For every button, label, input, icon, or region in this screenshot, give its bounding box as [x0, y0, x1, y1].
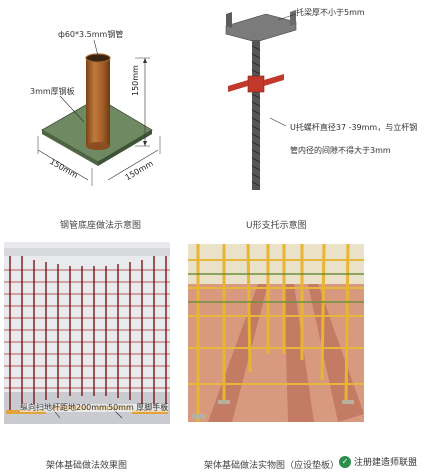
rod-note-line1: U托螺杆直径37 -39mm，与立杆钢 [290, 123, 418, 132]
scaffold-render-figure: 纵向扫地杆距地200mm 50mm 厚脚手板 架体基础做法效果图 [4, 242, 170, 476]
dim-height-label: 150mm [131, 65, 140, 96]
scaffold-render-caption: 架体基础做法效果图 [46, 461, 128, 471]
base-plank [6, 410, 46, 414]
scaffold-photo [188, 244, 364, 422]
nut-handle-right [264, 74, 284, 86]
pipe-opening [85, 53, 111, 63]
sweep-bar-label: 纵向扫地杆距地200mm [20, 403, 107, 412]
wechat-icon: ✓ [338, 455, 351, 468]
watermark-text: 注册建造师联盟 [353, 458, 417, 468]
tube-base-drawing [37, 39, 161, 186]
scaffold-photo-caption: 架体基础做法实物图（应设垫板） [204, 461, 340, 471]
nut-handle-left [228, 80, 248, 92]
bracket-thickness-label: 托梁厚不小于5mm [296, 8, 365, 17]
u-bracket-figure: 托梁厚不小于5mm U托螺杆直径37 -39mm，与立杆钢 管内径的间隙不得大于… [212, 0, 425, 236]
rod-note-line2: 管内径的间隙不得大于3mm [290, 146, 391, 155]
u-bracket-caption: U形支托示意图 [246, 221, 307, 231]
adjusting-nut [247, 75, 265, 93]
watermark: ✓ 注册建造师联盟 [338, 455, 417, 468]
plate-spec-label: 3mm厚钢板 [30, 87, 75, 96]
base-pad [192, 414, 206, 419]
u-bracket-head [225, 13, 297, 43]
scaffold-photo-figure: 架体基础做法实物图（应设垫板） [188, 244, 425, 476]
steel-pipe [86, 58, 110, 146]
tube-base-figure: ф60*3.5mm钢管 3mm厚钢板 150mm 150mm 150mm 钢管底… [0, 0, 212, 236]
tube-base-caption: 钢管底座做法示意图 [60, 221, 142, 231]
pipe-spec-label: ф60*3.5mm钢管 [58, 30, 124, 39]
u-bracket-drawing [225, 10, 297, 190]
steel-plate-side [42, 130, 98, 166]
top-slab [4, 248, 170, 256]
scaffold-render [4, 242, 170, 424]
plank-thickness-label: 50mm 厚脚手板 [108, 403, 169, 412]
threaded-rod [252, 40, 260, 190]
